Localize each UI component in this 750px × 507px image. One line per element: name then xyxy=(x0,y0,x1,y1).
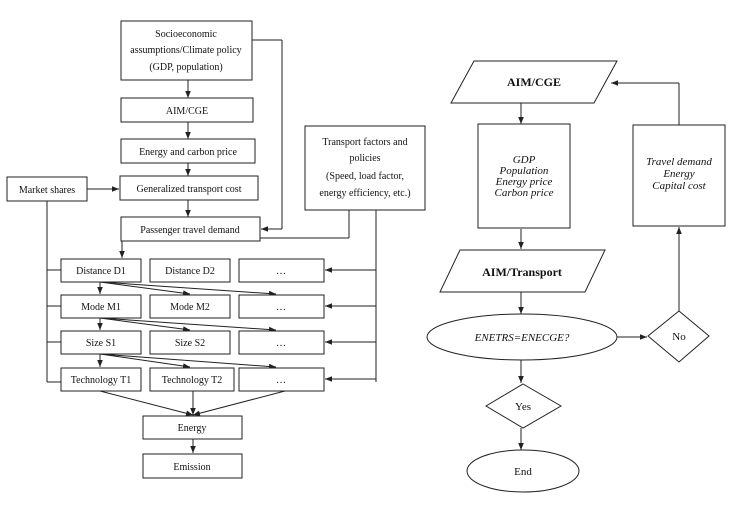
output-carbon-price: Carbon price xyxy=(495,187,554,199)
market-shares-box: Market shares xyxy=(6,176,88,202)
technology-more-box: … xyxy=(238,367,325,392)
transport-factors-box: Transport factors and policies (Speed, l… xyxy=(304,125,426,211)
aimcge-label-left: AIM/CGE xyxy=(166,106,208,117)
output-gdp: GDP xyxy=(513,154,536,166)
output-energy-price: Energy price xyxy=(495,176,553,188)
socio-box: Socioeconomic assumptions/Climate policy… xyxy=(120,20,253,81)
energy-carbon-box: Energy and carbon price xyxy=(120,138,256,164)
technology-t1-label: Technology T1 xyxy=(71,375,132,386)
distance-d1-label: Distance D1 xyxy=(76,266,126,277)
generalized-cost-label: Generalized transport cost xyxy=(137,184,242,195)
end-ellipse: End xyxy=(466,449,580,493)
size-more-box: … xyxy=(238,330,325,355)
feedback-box: Travel demand Energy Capital cost xyxy=(632,124,726,227)
socio-line-3: (GDP, population) xyxy=(149,62,222,73)
socio-line-2: assumptions/Climate policy xyxy=(130,45,241,56)
technology-more-label: … xyxy=(276,375,286,386)
feedback-capital-cost: Capital cost xyxy=(652,180,706,192)
mode-m2-box: Mode M2 xyxy=(149,294,231,319)
mode-more-label: … xyxy=(276,302,286,313)
technology-t2-box: Technology T2 xyxy=(149,367,235,392)
transport-factors-line-3: (Speed, load factor, xyxy=(326,171,404,182)
feedback-travel-demand: Travel demand xyxy=(646,156,712,168)
energy-box: Energy xyxy=(142,415,243,440)
technology-t2-label: Technology T2 xyxy=(162,375,223,386)
technology-t1-box: Technology T1 xyxy=(60,367,142,392)
aimcge-box-left: AIM/CGE xyxy=(120,97,254,123)
end-label: End xyxy=(514,466,532,478)
distance-more-box: … xyxy=(238,258,325,283)
size-s1-label: Size S1 xyxy=(86,338,116,349)
mode-m2-label: Mode M2 xyxy=(170,302,210,313)
size-s2-label: Size S2 xyxy=(175,338,205,349)
condition-ellipse: ENETRS=ENECGE? xyxy=(426,313,618,361)
socio-line-1: Socioeconomic xyxy=(155,29,217,40)
yes-label: Yes xyxy=(515,401,531,413)
passenger-demand-box: Passenger travel demand xyxy=(120,216,261,242)
yes-diamond: Yes xyxy=(485,383,562,429)
size-more-label: … xyxy=(276,338,286,349)
left-connectors xyxy=(46,39,377,453)
aimcge-label-right: AIM/CGE xyxy=(507,75,561,89)
aimtransport-label: AIM/Transport xyxy=(482,265,562,279)
market-shares-label: Market shares xyxy=(19,185,75,196)
mode-m1-label: Mode M1 xyxy=(81,302,121,313)
condition-label: ENETRS=ENECGE? xyxy=(474,332,570,344)
mode-more-box: … xyxy=(238,294,325,319)
size-s1-box: Size S1 xyxy=(60,330,142,355)
distance-more-label: … xyxy=(276,266,286,277)
transport-factors-line-2: policies xyxy=(349,153,380,164)
emission-label: Emission xyxy=(173,462,210,473)
distance-d2-label: Distance D2 xyxy=(165,266,215,277)
emission-box: Emission xyxy=(142,453,243,479)
output-population: Population xyxy=(499,165,549,177)
feedback-energy: Energy xyxy=(662,168,694,180)
no-label: No xyxy=(672,331,686,343)
aimcge-parallelogram: AIM/CGE xyxy=(450,60,618,104)
distance-d1-box: Distance D1 xyxy=(60,258,142,283)
mode-m1-box: Mode M1 xyxy=(60,294,142,319)
energy-carbon-label: Energy and carbon price xyxy=(139,147,237,158)
passenger-demand-label: Passenger travel demand xyxy=(140,225,239,236)
generalized-cost-box: Generalized transport cost xyxy=(119,175,259,201)
transport-factors-line-4: energy efficiency, etc.) xyxy=(319,188,410,199)
aimtransport-parallelogram: AIM/Transport xyxy=(439,249,606,293)
size-s2-box: Size S2 xyxy=(149,330,231,355)
distance-d2-box: Distance D2 xyxy=(149,258,231,283)
transport-factors-line-1: Transport factors and xyxy=(322,137,407,148)
energy-label: Energy xyxy=(178,423,207,434)
aimcge-outputs-box: GDP Population Energy price Carbon price xyxy=(477,123,571,229)
no-diamond: No xyxy=(647,310,710,363)
